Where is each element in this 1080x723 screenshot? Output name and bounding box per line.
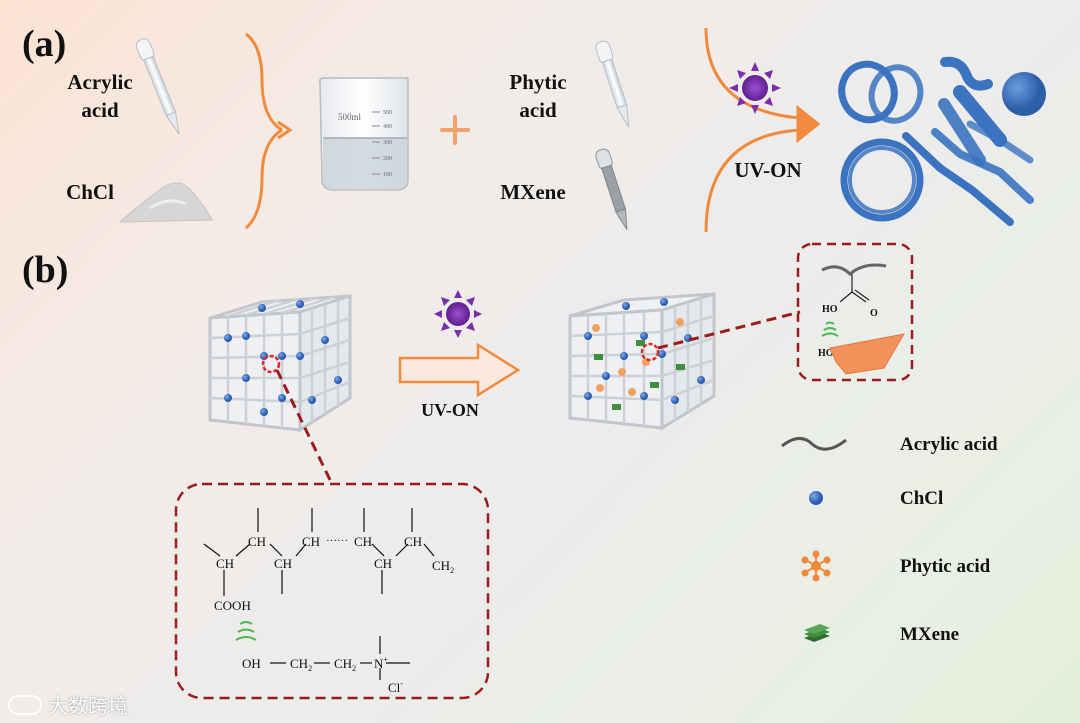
pipette-icon (595, 40, 630, 128)
hbond-icon (821, 321, 839, 337)
structure-n-charge: + (383, 655, 388, 664)
merge-arrow-left (244, 32, 293, 230)
beaker-tick-500: 500 (383, 110, 392, 116)
hbond-ho-bottom: HO (818, 348, 834, 359)
beaker-volume: 500ml (338, 112, 362, 122)
polymer-backbone (203, 508, 435, 680)
structure-ch2-end-text: CH (432, 558, 450, 573)
structure-ch2-b-text: CH (334, 656, 352, 671)
watermark: 大数跨境 (8, 690, 128, 719)
legend-phytic-acid: Phytic acid (900, 556, 991, 577)
structure-ch-5: CH (216, 556, 234, 571)
structure-inset-box (174, 482, 490, 700)
zoom-circle-icon (640, 342, 660, 362)
beaker-tick-100: 100 (383, 172, 392, 178)
structure-ch2-a-text: CH (290, 656, 308, 671)
watermark-logo-icon (8, 694, 42, 715)
hollow-arrow-icon (398, 342, 521, 398)
structure-ch2-a: CH2 (290, 656, 312, 673)
beaker-icon: 500ml 500 400 300 200 100 (318, 77, 409, 191)
structure-cooh: COOH (214, 598, 251, 613)
structure-ch2-b: CH2 (334, 656, 356, 673)
uv-sun-icon (434, 290, 482, 338)
hbond-o: O (870, 308, 878, 319)
chcl-label: ChCl (66, 180, 114, 204)
structure-cl-minus: Cl- (388, 679, 403, 695)
structure-ch2-end: CH2 (432, 558, 454, 575)
legend-mxene: MXene (900, 624, 960, 645)
mxene-stack-icon (804, 624, 830, 642)
structure-ch-4: CH (404, 534, 422, 549)
wavy-line-icon (781, 437, 847, 451)
structure-n-plus: N+ (374, 655, 388, 671)
plus-icon (440, 115, 470, 145)
structure-ch2-end-sub: 2 (450, 566, 454, 575)
uv-arrow-right (704, 27, 821, 233)
hbond-ho-top: HO (822, 304, 838, 315)
zoom-circle-icon (261, 354, 281, 374)
panel-b-graphics: HO O HO CH CH CH CH CH CH CH ····· (174, 242, 914, 700)
uv-on-label-a: UV-ON (734, 158, 802, 182)
legend-acrylic-acid: Acrylic acid (900, 434, 998, 455)
structure-ch2-a-sub: 2 (308, 664, 312, 673)
structure-ch-7: CH (374, 556, 392, 571)
chcl-dots (224, 300, 342, 416)
structure-cl-text: Cl (388, 680, 401, 695)
beaker-tick-400: 400 (383, 124, 392, 130)
panel-a-label: (a) (22, 23, 67, 65)
mxene-sheet-icon (829, 333, 905, 375)
pipette-icon (135, 38, 180, 135)
structure-cl-charge: - (400, 679, 403, 688)
mxene-label: MXene (500, 180, 566, 204)
structure-oh: OH (242, 656, 261, 671)
structure-ch2-b-sub: 2 (352, 664, 356, 673)
hbond-icon (235, 621, 257, 641)
network-cube-icon (568, 291, 716, 431)
pipette-icon (595, 148, 628, 230)
panel-b-label: (b) (22, 249, 69, 291)
mxene-particles (594, 340, 685, 410)
uv-sun-icon (729, 62, 781, 114)
structure-ch-1: CH (248, 534, 266, 549)
hydrogel-products (838, 56, 1046, 226)
structure-ch-2: CH (302, 534, 320, 549)
structure-ch-6: CH (274, 556, 292, 571)
structure-n-text: N (374, 656, 384, 671)
watermark-text: 大数跨境 (48, 694, 128, 718)
beaker-tick-300: 300 (383, 140, 392, 146)
beaker-tick-200: 200 (383, 156, 392, 162)
phytic-acid-particles (592, 318, 684, 396)
panel-a-graphics: 500ml 500 400 300 200 100 (118, 27, 1046, 233)
legend-chcl: ChCl (900, 488, 944, 509)
uv-on-label-b: UV-ON (421, 400, 479, 420)
structure-ch-3: CH (354, 534, 372, 549)
blue-sphere-icon (809, 491, 823, 505)
structure-dots: ······ (326, 535, 348, 547)
chcl-dots (584, 298, 705, 404)
phytic-acid-icon (801, 550, 831, 582)
